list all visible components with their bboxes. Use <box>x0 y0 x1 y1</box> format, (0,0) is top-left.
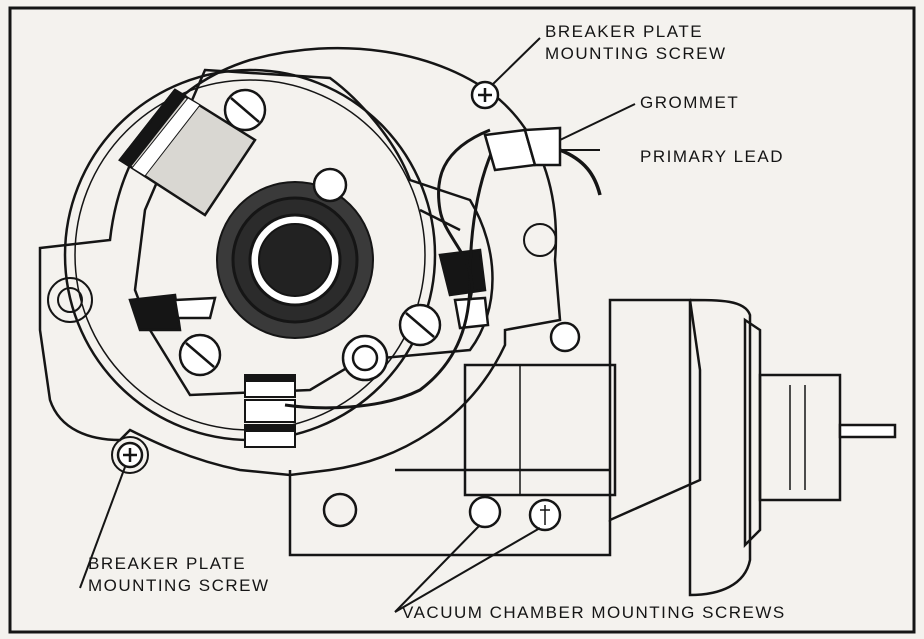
breaker-plate-screw-top <box>470 80 500 110</box>
label-primary-lead: PRIMARY LEAD <box>640 147 784 166</box>
diagram-border <box>8 6 916 634</box>
label-breaker-plate-screw-top-1: BREAKER PLATE <box>545 22 703 41</box>
cam-shaft <box>216 181 374 339</box>
label-vacuum-chamber-screws: VACUUM CHAMBER MOUNTING SCREWS <box>402 603 786 622</box>
plate-screws <box>178 88 442 382</box>
primary-terminal <box>244 374 296 448</box>
vacuum-chamber <box>463 298 897 597</box>
label-breaker-plate-screw-top-2: MOUNTING SCREW <box>545 44 727 63</box>
breaker-plate <box>133 68 494 397</box>
breaker-points <box>128 208 490 332</box>
grommet <box>483 126 562 172</box>
leader-lines <box>79 37 636 613</box>
label-breaker-plate-screw-bottom-2: MOUNTING SCREW <box>88 576 270 595</box>
label-breaker-plate-screw-bottom-1: BREAKER PLATE <box>88 554 246 573</box>
mounting-lugs <box>47 223 557 474</box>
condenser <box>118 88 257 217</box>
primary-lead-wire <box>284 128 602 410</box>
breaker-plate-screw-bottom <box>116 441 144 469</box>
label-grommet: GROMMET <box>640 93 739 112</box>
